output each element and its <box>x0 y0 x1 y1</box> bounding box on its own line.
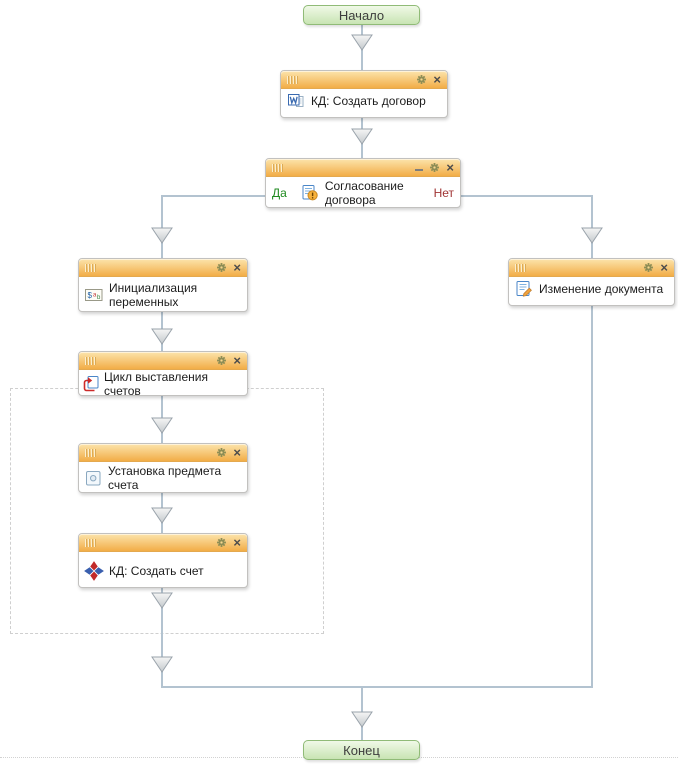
gear-icon[interactable] <box>429 162 440 173</box>
arrow-down-icon <box>151 328 173 345</box>
node-label: Установка предмета счета <box>108 464 222 492</box>
connector-line <box>591 195 593 258</box>
node-create-invoice[interactable]: × КД: Создать счет <box>78 533 248 588</box>
arrow-down-icon <box>351 711 373 728</box>
invoice-icon <box>83 559 105 582</box>
gear-icon[interactable] <box>216 447 227 458</box>
node-create-contract[interactable]: × КД: Создать договор <box>280 70 448 118</box>
arrow-down-icon <box>151 507 173 524</box>
connector-line <box>591 305 593 687</box>
branch-no-label: Нет <box>433 186 454 200</box>
drag-grip-icon[interactable] <box>272 163 282 172</box>
node-label: КД: Создать счет <box>109 563 204 578</box>
arrow-down-icon <box>351 34 373 51</box>
node-label: Согласование договора <box>324 179 404 207</box>
gear-icon[interactable] <box>216 537 227 548</box>
node-label: Конец <box>343 742 380 758</box>
node-approval[interactable]: × Да Согласование договора Нет <box>265 158 461 208</box>
node-label: КД: Создать договор <box>311 94 426 108</box>
gear-icon[interactable] <box>216 262 227 273</box>
close-icon[interactable]: × <box>433 72 441 87</box>
node-label: Цикл выставления счетов <box>104 369 208 398</box>
drag-grip-icon[interactable] <box>85 448 95 457</box>
node-header[interactable]: × <box>79 259 247 277</box>
node-change-doc[interactable]: × Изменение документа <box>508 258 675 306</box>
node-label: Инициализация переменных <box>109 281 198 309</box>
connector-line <box>461 195 592 197</box>
approval-document-icon <box>301 184 319 202</box>
node-header[interactable]: × <box>79 352 247 370</box>
svg-text:a: a <box>93 293 97 299</box>
arrow-down-icon <box>581 227 603 244</box>
connector-line <box>161 195 163 258</box>
arrow-down-icon <box>151 592 173 609</box>
gear-icon[interactable] <box>643 262 654 273</box>
close-icon[interactable]: × <box>233 445 241 460</box>
svg-text:$: $ <box>88 291 93 300</box>
close-icon[interactable]: × <box>233 353 241 368</box>
close-icon[interactable]: × <box>233 260 241 275</box>
close-icon[interactable]: × <box>660 260 668 275</box>
node-header[interactable]: × <box>79 534 247 552</box>
arrow-down-icon <box>151 656 173 673</box>
node-header[interactable]: × <box>79 444 247 462</box>
loop-document-icon <box>83 375 100 392</box>
connector-line <box>161 195 266 197</box>
node-header[interactable]: × <box>266 159 460 177</box>
drag-grip-icon[interactable] <box>85 538 95 547</box>
node-label: Изменение документа <box>539 282 664 296</box>
node-set-invoice-subject[interactable]: × Установка предмета счета <box>78 443 248 493</box>
minimize-icon[interactable] <box>415 168 424 171</box>
node-header[interactable]: × <box>509 259 674 277</box>
connector-line <box>161 686 593 688</box>
node-header[interactable]: × <box>281 71 447 89</box>
node-end[interactable]: Конец <box>303 740 420 760</box>
arrow-down-icon <box>351 128 373 145</box>
gear-icon[interactable] <box>416 74 427 85</box>
arrow-down-icon <box>151 227 173 244</box>
close-icon[interactable]: × <box>233 535 241 550</box>
gear-icon[interactable] <box>216 355 227 366</box>
node-label: Начало <box>338 7 385 23</box>
svg-text:b: b <box>97 295 101 301</box>
branch-yes-label: Да <box>272 186 287 200</box>
contract-document-icon <box>287 92 305 110</box>
drag-grip-icon[interactable] <box>85 356 95 365</box>
close-icon[interactable]: × <box>446 160 454 175</box>
node-invoice-loop[interactable]: × Цикл выставления счетов <box>78 351 248 398</box>
drag-grip-icon[interactable] <box>85 263 95 272</box>
subject-icon <box>85 470 102 487</box>
drag-grip-icon[interactable] <box>515 263 525 272</box>
connector-line <box>161 588 163 687</box>
arrow-down-icon <box>151 417 173 434</box>
edit-document-icon <box>515 280 533 298</box>
drag-grip-icon[interactable] <box>287 75 297 84</box>
node-start[interactable]: Начало <box>303 5 420 25</box>
